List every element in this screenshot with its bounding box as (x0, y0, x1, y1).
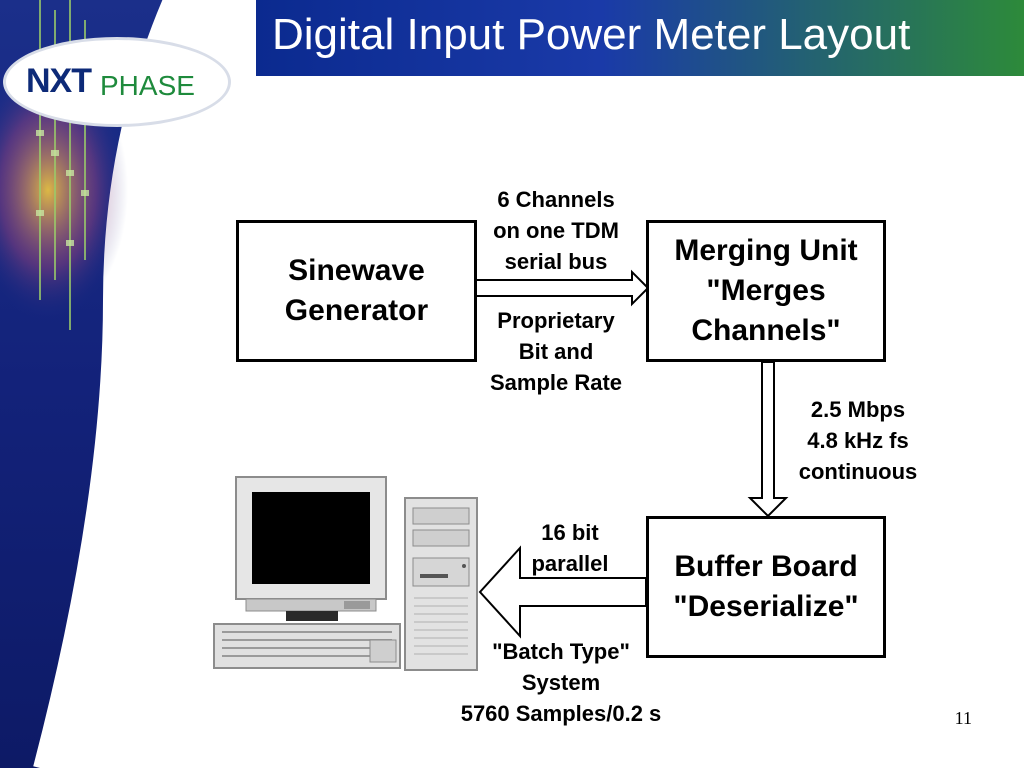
sinewave-line-1: Sinewave (288, 254, 425, 287)
merging-unit-box: Merging Unit "Merges Channels" (646, 220, 886, 362)
batch-line-2: System (521, 670, 601, 695)
proprietary-line-3: Sample Rate (489, 370, 623, 395)
parallel-line-1: 16 bit (541, 520, 599, 545)
sinewave-line-2: Generator (284, 294, 429, 327)
batch-label: "Batch Type" System 5760 Samples/0.2 s (432, 636, 690, 729)
tdm-label: 6 Channels on one TDM serial bus (470, 184, 642, 277)
mbps-line-1: 2.5 Mbps (810, 397, 906, 422)
proprietary-line-2: Bit and (518, 339, 594, 364)
buffer-line-2: "Deserialize" (673, 590, 859, 623)
proprietary-label: Proprietary Bit and Sample Rate (470, 305, 642, 398)
mbps-line-3: continuous (798, 459, 918, 484)
sinewave-generator-box: Sinewave Generator (236, 220, 477, 362)
slide-title: Digital Input Power Meter Layout (272, 10, 911, 59)
batch-line-3: 5760 Samples/0.2 s (460, 701, 662, 726)
logo-text-phase: PHASE (100, 70, 195, 101)
tdm-line-3: serial bus (504, 249, 608, 274)
parallel-line-2: parallel (531, 551, 609, 576)
company-logo: NXT PHASE (6, 40, 228, 124)
logo-text-nxt: NXT (26, 62, 92, 100)
title-bar: Digital Input Power Meter Layout (256, 0, 1024, 76)
proprietary-line-1: Proprietary (497, 308, 615, 333)
arrow-down (747, 361, 789, 518)
mbps-label: 2.5 Mbps 4.8 kHz fs continuous (782, 394, 934, 487)
merging-line-3: Channels" (691, 314, 841, 347)
merging-line-2: "Merges (706, 274, 826, 307)
merging-line-1: Merging Unit (674, 234, 858, 267)
mbps-line-2: 4.8 kHz fs (807, 428, 909, 453)
buffer-line-1: Buffer Board (674, 550, 858, 583)
arrow-left (478, 545, 647, 639)
parallel-label: 16 bit parallel (510, 517, 630, 579)
tdm-line-1: 6 Channels (497, 187, 615, 212)
buffer-board-box: Buffer Board "Deserialize" (646, 516, 886, 658)
batch-line-1: "Batch Type" (492, 639, 630, 664)
arrow-right (475, 269, 650, 307)
page-number: 11 (954, 708, 972, 728)
tdm-line-2: on one TDM (493, 218, 619, 243)
